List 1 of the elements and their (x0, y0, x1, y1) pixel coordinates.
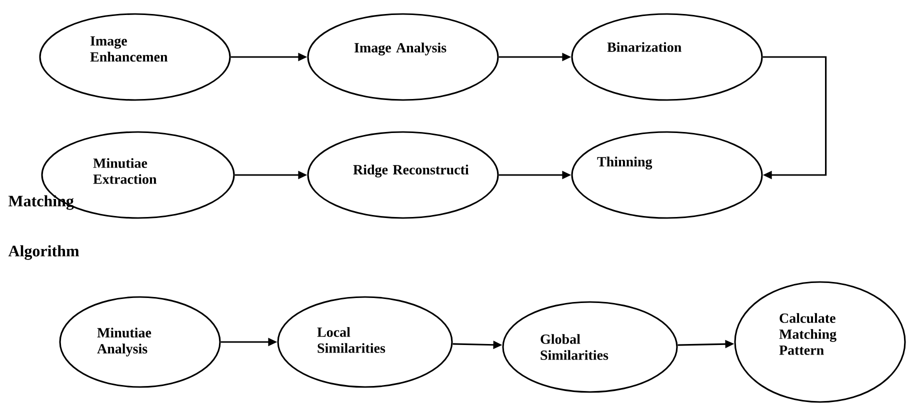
arrow (762, 56, 827, 180)
